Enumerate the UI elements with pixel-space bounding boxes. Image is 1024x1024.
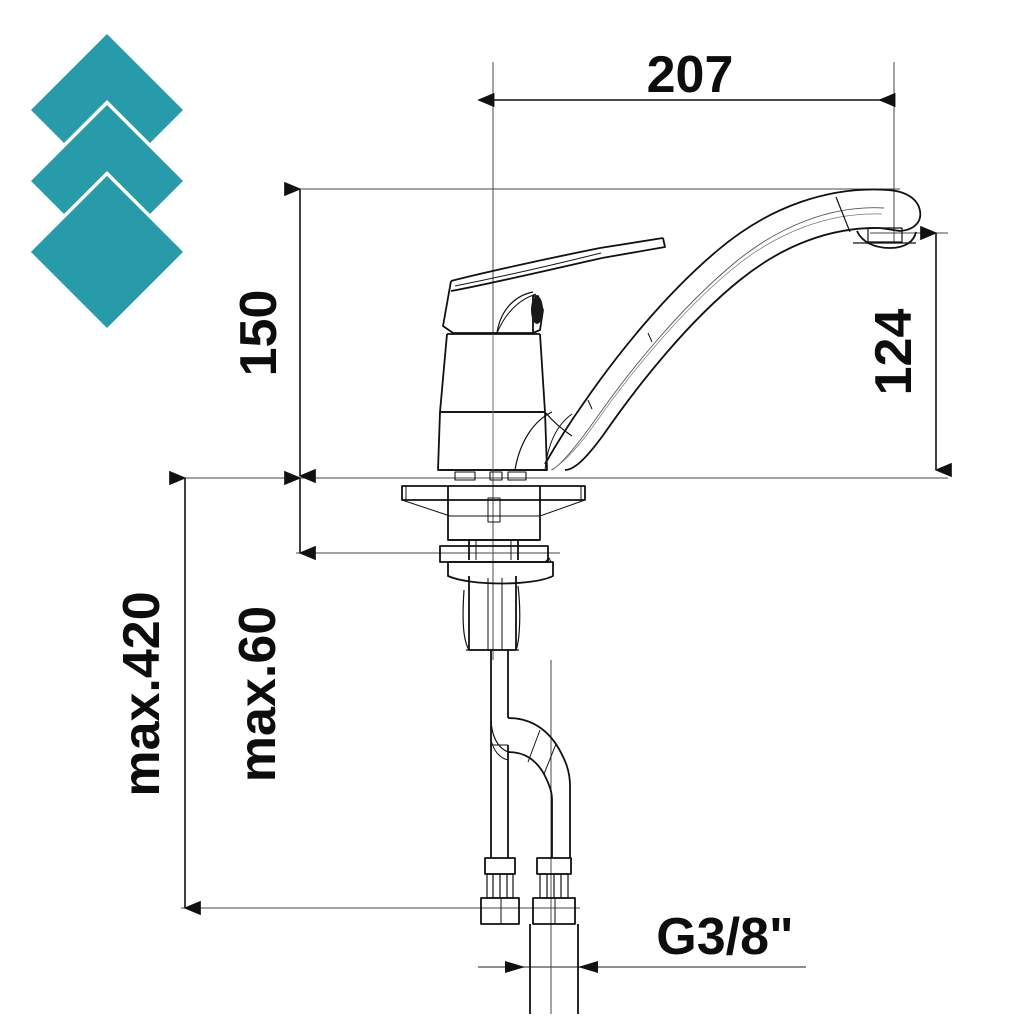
flange-boss-tab (487, 497, 501, 523)
spout-seam (551, 207, 885, 471)
hose-left-collar (484, 857, 516, 875)
spout-tick-1 (647, 332, 653, 343)
spout-fillet (544, 411, 573, 437)
flange-underside (401, 499, 586, 517)
dimension-label-207: 207 (647, 46, 734, 104)
chevron-diamond-logo (31, 34, 183, 328)
aerator-nozzle (867, 227, 903, 243)
lever-handle (442, 237, 666, 334)
threaded-shank (439, 540, 554, 651)
dimension-label-max420: max.420 (113, 591, 171, 796)
dimension-hose-length: max.420 (113, 470, 201, 916)
hose-left-threads (486, 873, 514, 899)
gasket-left (454, 471, 476, 481)
spout-upper-edge (544, 188, 889, 465)
hose-right-outer (507, 717, 571, 858)
gasket-mid (489, 471, 503, 481)
hose-left-bend-detail-2 (490, 739, 509, 761)
dimension-label-max60: max.60 (229, 606, 287, 782)
dimension-label-124: 124 (865, 309, 923, 396)
hose-right-nut (532, 897, 576, 925)
logo-chevron-top (31, 34, 183, 143)
dimension-label-thread: G3/8" (656, 908, 793, 966)
hose-left-bend-detail (490, 717, 509, 753)
dimension-spout-height: 124 (865, 225, 952, 478)
hose-right-seam-1 (527, 729, 541, 763)
handle-boss-curve-2 (496, 293, 537, 334)
aerator-cap (879, 189, 922, 232)
logo-diamond-bottom (31, 176, 183, 328)
handle-lower-edge (450, 257, 603, 292)
handle-seam (454, 252, 602, 287)
logo-chevron-middle (31, 105, 183, 214)
dimension-thread-size: G3/8" (478, 908, 806, 973)
handle-top-edge (450, 237, 664, 282)
extension-lines (181, 62, 948, 1014)
spout-gusset-right (544, 413, 573, 471)
handle-tip (601, 237, 666, 259)
dimension-label-150: 150 (230, 290, 288, 377)
dimension-body-height: 150 (230, 181, 316, 484)
hose-left-nut (480, 897, 520, 925)
lock-nut-notch (544, 557, 552, 563)
aerator-rib (835, 196, 851, 233)
faucet-outline (401, 188, 922, 1014)
spout-tick-2 (587, 399, 593, 410)
lock-nut (447, 561, 554, 585)
hose-right-inner (507, 751, 553, 858)
hex-shank-right-face (515, 585, 521, 651)
hose-right-threads (539, 873, 569, 899)
flange-boss (447, 486, 541, 541)
mount-washer (439, 545, 549, 563)
mounting-flange (401, 471, 586, 541)
faucet-body (437, 333, 548, 471)
dimension-deck-thickness: max.60 (229, 470, 316, 782)
hose-right-seam-2 (543, 743, 557, 775)
spout-lower-edge (564, 227, 881, 471)
handle-boss-left (442, 280, 534, 334)
hose-right-collar (536, 857, 572, 875)
thread-arrow-left (505, 961, 525, 973)
aerator-outlet (835, 189, 922, 249)
aerator-housing (856, 230, 917, 249)
handle-boss-curve (496, 291, 534, 334)
spout-seam-2 (550, 213, 883, 471)
spout-gusset-left (514, 411, 553, 471)
dimension-spout-reach: 207 (477, 46, 896, 108)
spout-arm (514, 188, 889, 471)
supply-hoses (480, 650, 579, 1014)
hex-shank-left-face (462, 589, 470, 651)
handle-indicator-oval (531, 296, 543, 324)
gasket-right (507, 471, 527, 481)
thread-arrow-right (578, 961, 598, 973)
